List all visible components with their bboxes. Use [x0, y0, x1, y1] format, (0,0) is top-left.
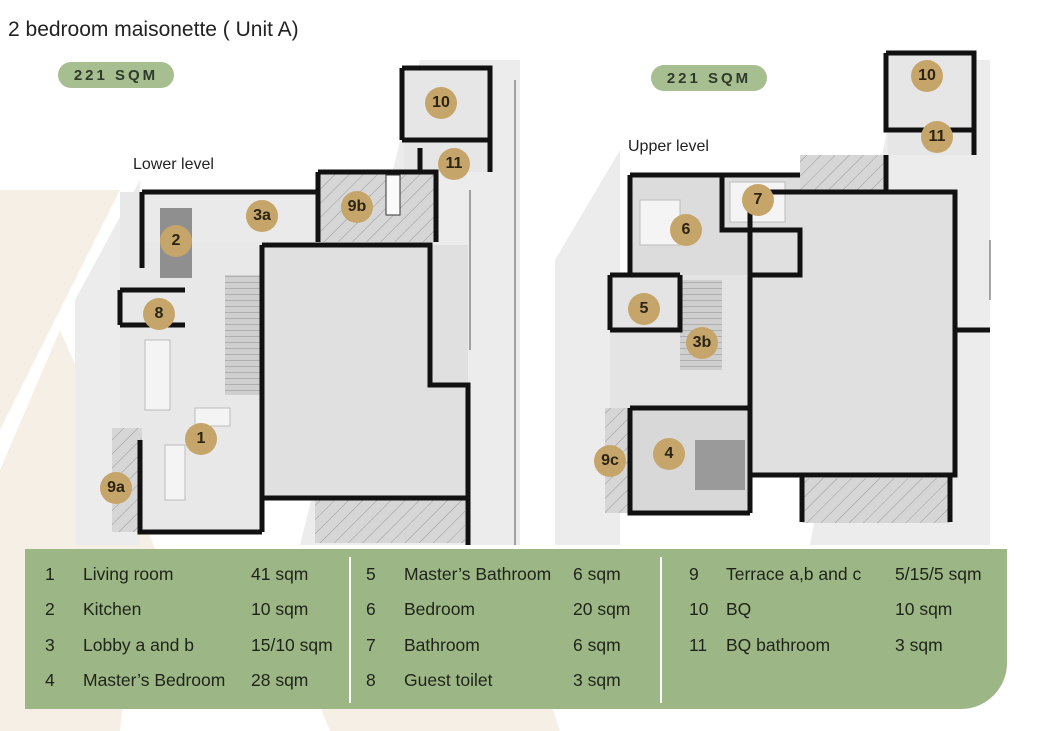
legend-number: 9 — [689, 564, 699, 584]
lower-level-label: Lower level — [133, 156, 214, 173]
legend-room-size: 41 sqm — [251, 564, 309, 584]
room-marker-kitchen: 2 — [160, 225, 192, 257]
room-marker-lobby-b: 3b — [686, 327, 718, 359]
room-marker-masters-bedroom: 4 — [653, 438, 685, 470]
room-marker-living-room: 1 — [185, 423, 217, 455]
legend-number: 11 — [689, 635, 708, 655]
room-marker-terrace-a: 9a — [100, 472, 132, 504]
legend-number: 5 — [366, 564, 376, 584]
page-title: 2 bedroom maisonette ( Unit A) — [8, 18, 299, 41]
legend-number: 1 — [45, 564, 55, 584]
legend-room-size: 6 sqm — [573, 564, 621, 584]
legend-room-size: 28 sqm — [251, 670, 309, 690]
legend-room-name: Bedroom — [404, 599, 476, 619]
legend-room-name: BQ bathroom — [726, 635, 831, 655]
legend-number: 2 — [45, 599, 55, 619]
legend-room-size: 3 sqm — [573, 670, 621, 690]
legend-room-size: 6 sqm — [573, 635, 621, 655]
legend-room-size: 15/10 sqm — [251, 635, 333, 655]
legend-room-size: 20 sqm — [573, 599, 631, 619]
room-legend: 1 Living room 41 sqm 2 Kitchen 10 sqm 3 … — [25, 549, 1007, 709]
room-marker-terrace-b: 9b — [341, 191, 373, 223]
legend-room-name: Bathroom — [404, 635, 480, 655]
room-marker-bq-lower: 10 — [425, 87, 457, 119]
legend-room-name: Living room — [83, 564, 174, 584]
legend-room-name: Kitchen — [83, 599, 142, 619]
room-marker-bq-upper: 10 — [911, 60, 943, 92]
legend-number: 7 — [366, 635, 376, 655]
legend-room-name: BQ — [726, 599, 752, 619]
room-marker-lobby-a: 3a — [246, 200, 278, 232]
room-marker-bq-bathroom-lower: 11 — [438, 148, 470, 180]
legend-number: 10 — [689, 599, 709, 619]
legend-number: 4 — [45, 670, 55, 690]
legend-divider — [349, 557, 351, 703]
upper-area-badge: 221 SQM — [651, 65, 767, 91]
legend-room-size: 10 sqm — [895, 599, 953, 619]
room-marker-terrace-c: 9c — [594, 445, 626, 477]
lower-area-badge: 221 SQM — [58, 62, 174, 88]
room-marker-masters-bathroom: 5 — [628, 293, 660, 325]
legend-room-name: Master’s Bedroom — [83, 670, 226, 690]
legend-room-size: 3 sqm — [895, 635, 943, 655]
legend-room-size: 10 sqm — [251, 599, 309, 619]
legend-number: 6 — [366, 599, 376, 619]
legend-room-name: Terrace a,b and c — [726, 564, 862, 584]
room-marker-bathroom: 7 — [742, 184, 774, 216]
legend-room-name: Master’s Bathroom — [404, 564, 552, 584]
legend-number: 8 — [366, 670, 376, 690]
legend-divider — [660, 557, 662, 703]
upper-level-label: Upper level — [628, 138, 709, 155]
room-marker-bedroom: 6 — [670, 214, 702, 246]
legend-room-size: 5/15/5 sqm — [895, 564, 982, 584]
room-marker-guest-toilet: 8 — [143, 298, 175, 330]
legend-room-name: Guest toilet — [404, 670, 493, 690]
legend-room-name: Lobby a and b — [83, 635, 194, 655]
room-marker-bq-bathroom-upper: 11 — [921, 121, 953, 153]
legend-number: 3 — [45, 635, 55, 655]
